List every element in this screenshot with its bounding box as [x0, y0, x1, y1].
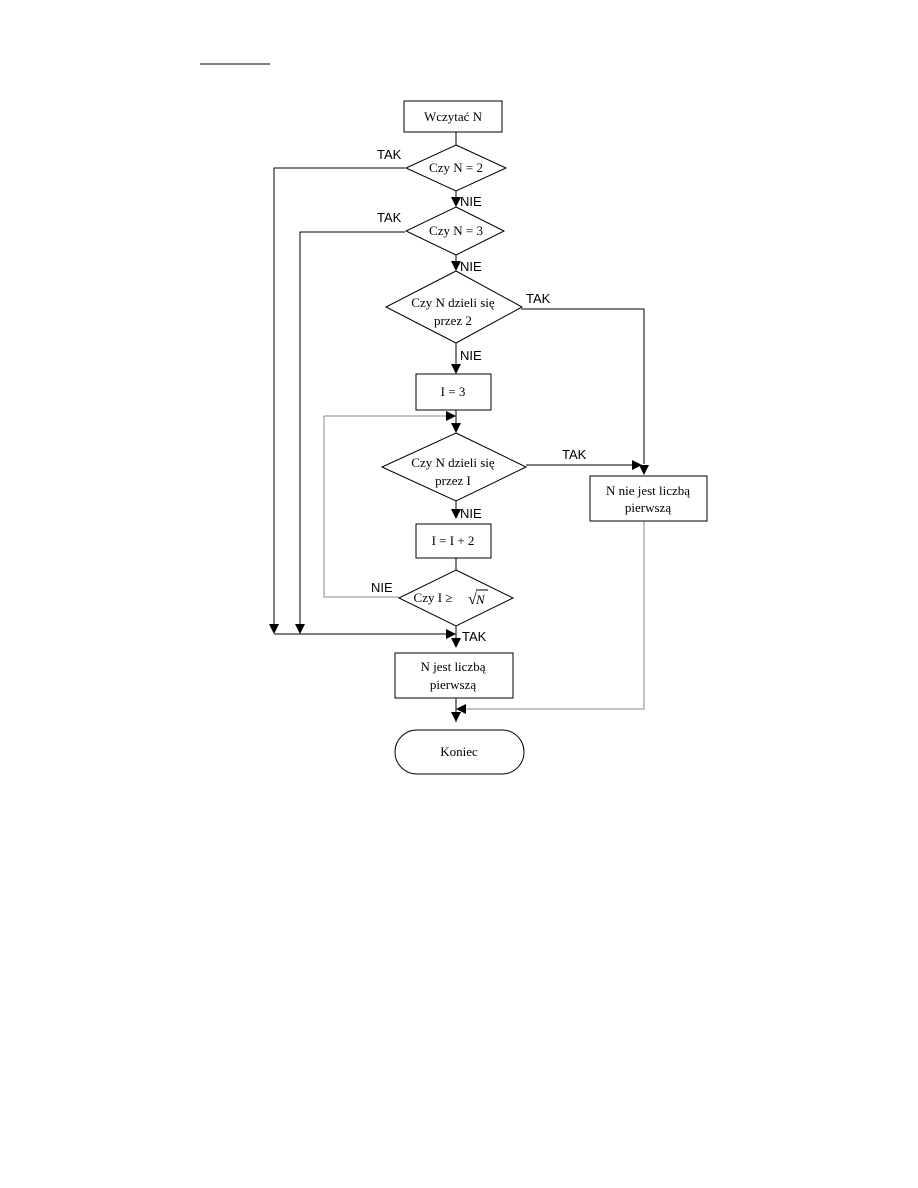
node-label: Koniec — [440, 744, 478, 759]
node-not-prime: N nie jest liczbą pierwszą — [589, 475, 708, 522]
node-label-line2: przez I — [435, 473, 471, 488]
node-label: I = 3 — [441, 384, 466, 399]
arrow-into-incr — [451, 509, 461, 519]
label-sqrt-yes: TAK — [462, 629, 487, 644]
arrow-collector — [446, 629, 456, 639]
edge-labels: TAK NIE TAK NIE TAK NIE TAK NIE NIE TAK — [371, 147, 587, 644]
node-check-div2: Czy N dzieli się przez 2 — [384, 270, 524, 344]
decision-diamond — [384, 270, 524, 344]
arrow-eq2-branch — [269, 624, 279, 634]
decision-diamond — [404, 206, 506, 256]
arrow-into-prime — [451, 638, 461, 648]
label-div2-yes: TAK — [526, 291, 551, 306]
node-set-i: I = 3 — [415, 373, 492, 411]
node-label-line1: N nie jest liczbą — [606, 483, 690, 498]
arrow-into-notprime — [632, 460, 642, 470]
decision-diamond — [380, 432, 528, 502]
arrow-into-divi — [451, 423, 461, 433]
arrowheads — [269, 197, 649, 722]
node-check-eq2: Czy N = 2 — [404, 144, 508, 192]
edge-div2-yes — [521, 308, 645, 464]
node-end: Koniec — [394, 729, 525, 775]
node-label-line1: Czy N dzieli się — [411, 455, 495, 470]
node-label: Czy N = 2 — [429, 160, 483, 175]
label-div2-no: NIE — [460, 348, 482, 363]
node-label-line2: pierwszą — [430, 677, 476, 692]
node-label: Wczytać N — [424, 109, 483, 124]
edge-eq2-yes — [273, 167, 405, 624]
process-box — [415, 523, 492, 559]
label-sqrt-no: NIE — [371, 580, 393, 595]
sqrt-symbol: √ — [468, 591, 477, 608]
node-label-line1: N jest liczbą — [421, 659, 486, 674]
arrow-into-end — [451, 712, 461, 722]
node-incr-i: I = I + 2 — [415, 523, 492, 559]
label-divi-no: NIE — [460, 506, 482, 521]
label-eq2-no: NIE — [460, 194, 482, 209]
node-check-divi: Czy N dzieli się przez I — [380, 432, 528, 502]
label-divi-yes: TAK — [562, 447, 587, 462]
arrow-eq3-branch — [295, 624, 305, 634]
node-check-sqrt: Czy I ≥ √ N — [397, 569, 515, 627]
label-eq3-yes: TAK — [377, 210, 402, 225]
node-label-line2: przez 2 — [434, 313, 472, 328]
node-label-line2: pierwszą — [625, 500, 671, 515]
label-eq2-yes: TAK — [377, 147, 402, 162]
arrow-into-div2 — [451, 261, 461, 271]
node-label: I = I + 2 — [432, 533, 475, 548]
label-eq3-no: NIE — [460, 259, 482, 274]
edge-notprime-to-end — [466, 521, 645, 710]
arrow-notprime-to-end — [456, 704, 466, 714]
edge-eq3-yes — [299, 231, 405, 624]
node-label: Czy I ≥ — [414, 590, 453, 605]
process-box — [403, 100, 503, 133]
decision-diamond — [397, 569, 515, 627]
process-box — [415, 373, 492, 411]
edge-sqrt-no-loop — [323, 415, 446, 598]
arrow-into-eq3 — [451, 197, 461, 207]
decision-diamond — [404, 144, 508, 192]
process-box — [394, 652, 514, 699]
terminator-shape — [394, 729, 525, 775]
node-label: Czy N = 3 — [429, 223, 483, 238]
arrow-into-seti — [451, 364, 461, 374]
arrow-div2-down — [639, 465, 649, 475]
node-is-prime: N jest liczbą pierwszą — [394, 652, 514, 699]
node-label-line1: Czy N dzieli się — [411, 295, 495, 310]
arrow-loop-back — [446, 411, 456, 421]
connectors — [273, 132, 645, 722]
process-box — [589, 475, 708, 522]
sqrt-variable: N — [475, 592, 486, 607]
node-check-eq3: Czy N = 3 — [404, 206, 506, 256]
node-read-n: Wczytać N — [403, 100, 503, 133]
